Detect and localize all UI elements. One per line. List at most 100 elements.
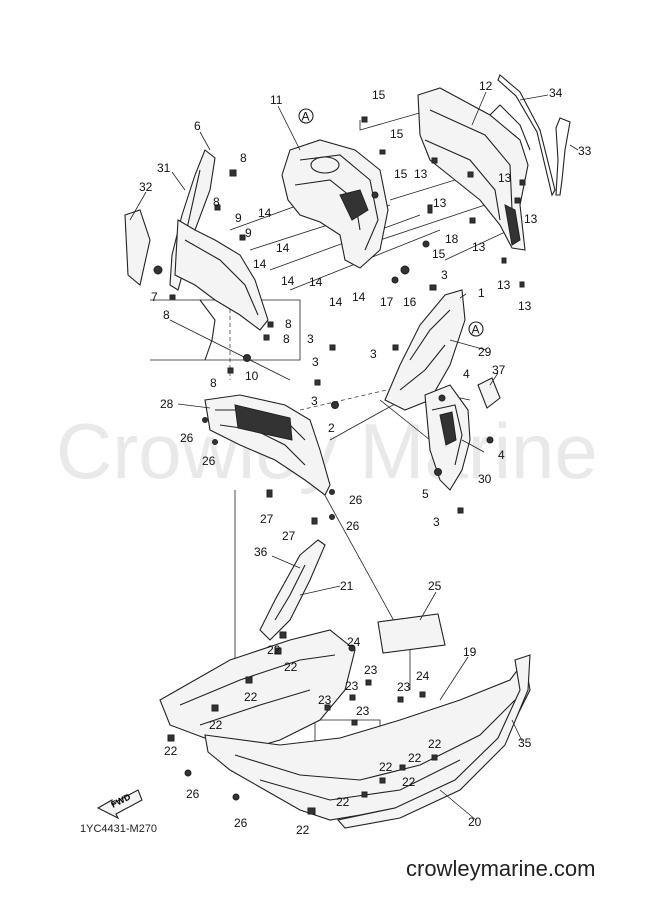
callout-22: 22: [402, 775, 416, 789]
footer-url[interactable]: crowleymarine.com: [406, 856, 596, 881]
callout-10: 10: [245, 369, 259, 383]
callout-33: 33: [578, 144, 592, 158]
callout-23: 23: [356, 704, 370, 718]
callout-14: 14: [258, 206, 272, 220]
callout-3: 3: [441, 268, 448, 282]
callout-26: 26: [180, 431, 194, 445]
callout-14: 14: [309, 275, 323, 289]
callout-13: 13: [414, 167, 428, 181]
callout-14: 14: [276, 241, 290, 255]
callout-8: 8: [163, 308, 170, 322]
svg-text:A: A: [472, 323, 480, 337]
callout-13: 13: [497, 278, 511, 292]
callout-leaders: [129, 91, 579, 821]
callout-28: 28: [160, 397, 174, 411]
callout-34: 34: [549, 86, 563, 100]
callout-31: 31: [157, 161, 171, 175]
part-12-upper-cover: [417, 87, 531, 251]
callout-2: 2: [328, 421, 335, 435]
fasteners: [153, 116, 526, 815]
callout-22: 22: [244, 690, 258, 704]
callout-14: 14: [352, 290, 366, 304]
callout-7: 7: [151, 290, 158, 304]
callout-9: 9: [245, 226, 252, 240]
part-34-trim-strip: [497, 74, 556, 197]
callout-6: 6: [194, 119, 201, 133]
callout-26: 26: [346, 519, 360, 533]
callout-9: 9: [235, 211, 242, 225]
callout-36: 36: [254, 545, 268, 559]
callout-20: 20: [468, 815, 482, 829]
callout-22: 22: [428, 737, 442, 751]
diagram-code: 1YC4431-M270: [80, 823, 158, 835]
part-28-middle-cover: [204, 394, 331, 496]
callout-3: 3: [307, 332, 314, 346]
callout-22: 22: [296, 823, 310, 837]
callout-11: 11: [270, 93, 283, 107]
callout-32: 32: [139, 180, 153, 194]
part-25-decal: [377, 613, 446, 654]
callout-23: 23: [345, 679, 359, 693]
callout-26: 26: [186, 787, 200, 801]
callout-12: 12: [479, 79, 493, 93]
callout-3: 3: [433, 515, 440, 529]
part-31-side-panel: [174, 219, 269, 361]
callout-3: 3: [370, 347, 377, 361]
callout-15: 15: [372, 88, 386, 102]
callout-21: 21: [340, 579, 354, 593]
part-11-inner-panel: [281, 139, 389, 269]
callout-22: 22: [408, 751, 422, 765]
callout-4: 4: [463, 367, 470, 381]
callout-37: 37: [492, 363, 506, 377]
callout-14: 14: [253, 257, 267, 271]
callout-25: 25: [428, 579, 442, 593]
callout-22: 22: [379, 760, 393, 774]
fwd-arrow-icon: FWD: [96, 789, 143, 820]
callout-5: 5: [422, 487, 429, 501]
callout-16: 16: [403, 295, 417, 309]
callout-22: 22: [267, 643, 281, 657]
callout-8: 8: [240, 151, 247, 165]
callout-8: 8: [210, 376, 217, 390]
callout-15: 15: [390, 127, 404, 141]
callout-8: 8: [283, 332, 290, 346]
reference-mark-top: A: [298, 108, 314, 124]
callout-23: 23: [318, 693, 332, 707]
callout-13: 13: [472, 240, 486, 254]
callout-26: 26: [202, 454, 216, 468]
callout-35: 35: [518, 736, 532, 750]
callout-8: 8: [285, 317, 292, 331]
callout-13: 13: [433, 196, 447, 210]
part-1-side-cover: [384, 289, 466, 411]
callout-14: 14: [329, 295, 343, 309]
callout-13: 13: [498, 171, 512, 185]
callout-23: 23: [397, 680, 411, 694]
callout-8: 8: [213, 195, 220, 209]
callout-22: 22: [284, 660, 298, 674]
callout-14: 14: [281, 274, 295, 288]
part-32-decal: [124, 209, 151, 287]
callout-13: 13: [524, 212, 538, 226]
callout-29: 29: [478, 345, 492, 359]
callout-23: 23: [364, 663, 378, 677]
callout-15: 15: [394, 167, 408, 181]
callout-26: 26: [349, 493, 363, 507]
svg-text:A: A: [302, 110, 310, 124]
callout-22: 22: [164, 744, 178, 758]
callout-22: 22: [209, 718, 223, 732]
callout-4: 4: [498, 448, 505, 462]
part-36-inner-panel: [259, 539, 326, 641]
callout-19: 19: [463, 645, 477, 659]
part-37-decal: [477, 377, 501, 409]
part-33-trim-strip: [555, 117, 571, 196]
callout-13: 13: [518, 299, 532, 313]
callout-27: 27: [260, 512, 274, 526]
callout-18: 18: [445, 232, 459, 246]
callout-1: 1: [478, 286, 485, 300]
callout-22: 22: [336, 795, 350, 809]
callout-30: 30: [478, 472, 492, 486]
callout-26: 26: [234, 816, 248, 830]
part-19-floor-cover: [159, 629, 356, 751]
callout-3: 3: [312, 355, 319, 369]
part-35-side-rail: [336, 654, 531, 829]
